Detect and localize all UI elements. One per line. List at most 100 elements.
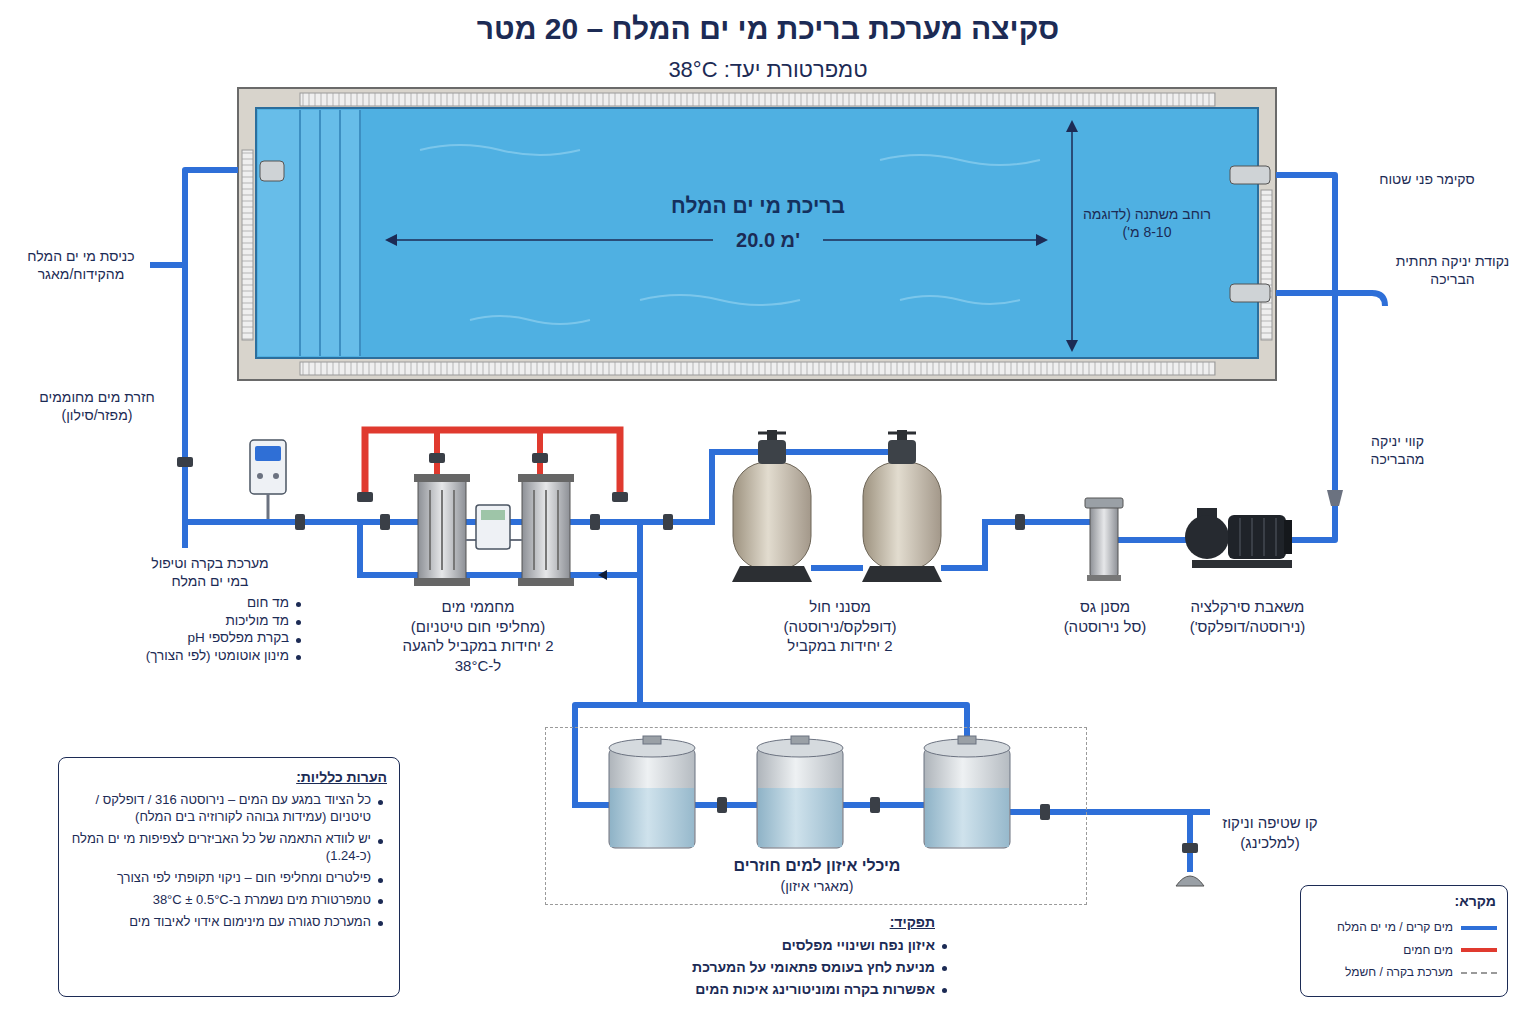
legend-swatch [1461, 948, 1497, 952]
dimension-arrowhead [385, 234, 397, 246]
valve [870, 797, 880, 813]
pipe-connector [655, 519, 705, 525]
pump-node: משאבת סירקלציה(נירוסטה/דופלקס') [1175, 500, 1320, 642]
valve [612, 492, 628, 502]
dimension-arrowhead [1036, 234, 1048, 246]
annotation-label: איזון נפח ושינויי מפלסים [560, 936, 951, 954]
node-text: מסנן גס [1050, 597, 1160, 617]
valve [429, 453, 445, 463]
text-stack: מסנני חול(דופלקס/נירוסטה)2 יחידות במקביל [750, 597, 930, 656]
dimension-line [1071, 130, 1073, 342]
tank-pipe [575, 727, 1190, 872]
valve [295, 514, 305, 530]
text-stack: מחממי מים(מחליפי חום טיטניום)2 יחידות במ… [378, 597, 578, 675]
node-text: מחממי מים [378, 597, 578, 617]
annotation-label: סקימר פני שטוח [1352, 170, 1502, 188]
tank-lid [958, 736, 976, 744]
node-text: קו שטיפה וניקוז [1210, 813, 1330, 833]
valve-handle [758, 432, 786, 435]
annotation-label: מקרא: [1400, 892, 1496, 910]
exchanger-cap [518, 474, 574, 482]
node-text: (נירוסטה/דופלקס') [1175, 617, 1320, 637]
legend-row: מים קרים / מי ים המלח [1309, 920, 1497, 936]
fan-cover [1284, 520, 1292, 554]
strainer-node: מסנן גס(סל נירוסטה) [1050, 495, 1160, 642]
sand-filter [733, 462, 811, 570]
node-text: בקרת מפלספי pH [115, 629, 305, 647]
text-stack: קו שטיפה וניקוז(למלכינג) [1210, 813, 1330, 852]
legend-text: מערכת בקרה / חשמל [1345, 965, 1453, 981]
hot-pipe [365, 430, 620, 500]
valve [1015, 514, 1025, 530]
node-text: כל הציוד במגע עם המים – נירוסטה 316 / דו… [71, 792, 387, 826]
sensor-stub [267, 494, 270, 519]
heater-node: מחממי מים(מחליפי חום טיטניום)2 יחידות במ… [352, 425, 655, 683]
balance-tank [609, 748, 695, 848]
annotation-label: מניעת לחץ בעומס פתאומי על המערכת [560, 958, 951, 976]
multiport-valve [888, 440, 916, 464]
legend-row: מערכת בקרה / חשמל [1309, 965, 1497, 981]
node-text: מסנני חול [750, 597, 930, 617]
pipe-connector [185, 170, 238, 548]
step-edge [319, 110, 321, 356]
controller-knob [257, 473, 263, 479]
tank-water [758, 788, 842, 847]
node-text: משאבת סירקלציה [1175, 597, 1320, 617]
valve [590, 514, 600, 530]
node-text: (דופלקס/נירוסטה) [750, 617, 930, 637]
skimmer-fitting [1230, 166, 1270, 184]
annotation-label: רוחב משתנה (לדוגמה 8-10 מ') [1082, 205, 1212, 241]
valve [717, 797, 727, 813]
pipe-connector [1276, 175, 1335, 540]
return-fitting [260, 161, 284, 181]
filter-base [732, 566, 812, 582]
node-text: מד חום [115, 594, 305, 612]
step-edge [339, 110, 341, 356]
pump-motor [1228, 515, 1286, 559]
legend-text: מים חמים [1403, 943, 1453, 959]
exchanger-tubes [430, 490, 454, 570]
strainer-base [1087, 575, 1121, 581]
tank-water [610, 788, 694, 847]
legend-list: מים קרים / מי ים המלח מים חמים מערכת בקרה … [1309, 920, 1497, 988]
valve [357, 492, 373, 502]
text-stack: מערכת בקרה וטיפול במי ים המלחמד חוםמד מו… [115, 554, 305, 665]
node-text: מיכלי איזון למים חוזרים [667, 856, 967, 877]
text-stack: הערות כלליות: כל הציוד במגע עם המים – ניר… [71, 768, 387, 935]
multiport-valve [758, 440, 786, 464]
pool-grate [300, 93, 1215, 106]
heat-exchanger [418, 478, 466, 582]
legend-text: מים קרים / מי ים המלח [1337, 920, 1453, 936]
pool-grate [300, 362, 1215, 375]
dimension-arrowhead [1066, 120, 1078, 132]
balance-tank [924, 748, 1010, 848]
suction-fitting [1230, 284, 1270, 302]
pool-grate [242, 150, 253, 340]
node-text: מינון אוטומטי (לפי הצורך) [115, 647, 305, 665]
node-text: (למלכינג) [1210, 833, 1330, 853]
pool-coping [238, 88, 1276, 380]
node-text: פילטרים ומחליפי חום – ניקוי תקופתי לפי ה… [71, 870, 387, 887]
node-text: 2 יחידות במקביל להגעה ל-38°C [378, 636, 578, 675]
valve [380, 514, 390, 530]
pump-base [1192, 560, 1292, 568]
suction-pipe [1276, 293, 1385, 306]
valve [663, 514, 673, 530]
node-text: הערות כלליות: [71, 768, 387, 786]
node-text: בריכת מי ים המלח [538, 192, 978, 219]
tank-lid [643, 736, 661, 744]
strainer-body [1090, 505, 1118, 577]
annotation-label: קווי יניקה מהבריכה [1345, 432, 1450, 468]
exchanger-cap [518, 578, 574, 586]
text-stack: מיכלי איזון למים חוזרים(מאגרי איזון) [667, 856, 967, 895]
heat-exchanger [522, 478, 570, 582]
text-stack: משאבת סירקלציה(נירוסטה/דופלקס') [1175, 597, 1320, 636]
tank-group: מיכלי איזון למים חוזרים(מאגרי איזון) [545, 727, 1087, 905]
annotation-label: 20.0 מ' [713, 227, 823, 253]
line-strainer [1327, 490, 1343, 506]
pool-steps [258, 110, 360, 356]
controller-knob [273, 473, 279, 479]
pipe-connector [1087, 809, 1210, 815]
